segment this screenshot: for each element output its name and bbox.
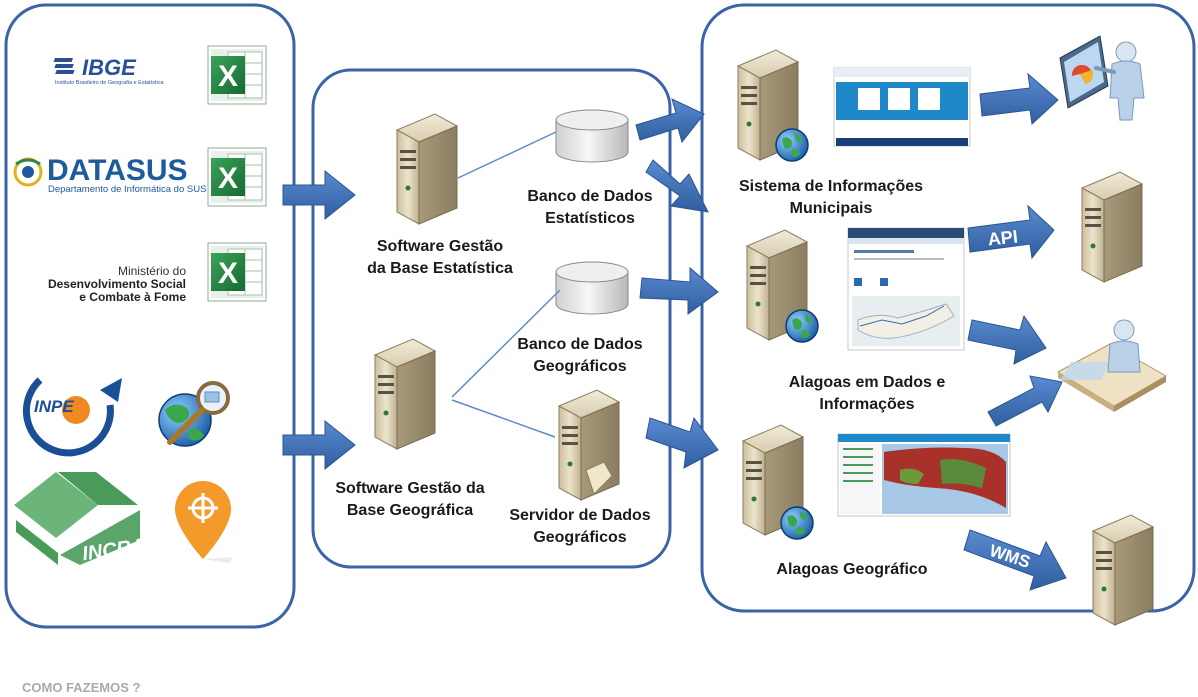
flow-arrow-to-planner [967,314,1047,365]
api-arrow: API [967,204,1055,260]
flow-arrow-statistics-input [282,169,356,221]
excel-spreadsheet-icon [207,147,267,207]
mds-line3: e Combate à Fome [79,290,186,304]
globe-search-icon [158,381,230,447]
geographic-data-server-label: Servidor de Dados Geográficos [509,507,651,546]
flow-arrow-to-planner [987,375,1063,427]
inpe-name: INPE [34,397,74,416]
alagoas-dados-website-screenshot [847,227,965,351]
connector-line [451,289,561,398]
footer-caption: COMO FAZEMOS ? [22,680,141,695]
processing-panel [311,68,672,569]
mds-line2: Desenvolvimento Social [48,277,186,291]
wms-consumer-server-icon [1092,514,1154,626]
ibge-logo: IBGE Instituto Brasileiro de Geografia e… [53,55,164,86]
api-label: API [987,226,1019,249]
statistics-software-label: Software Gestão da Base Estatística [367,238,513,277]
flow-arrow-to-sim [645,159,709,213]
flow-arrow-to-alagoas-dados [639,266,719,315]
datasus-subtitle: Departamento de Informática do SUS [48,184,206,195]
excel-spreadsheet-icon [207,45,267,105]
datasus-logo: DATASUS Departamento de Informática do S… [13,154,206,195]
ibge-name: IBGE [82,55,137,80]
statistics-database-label: Banco de Dados Estatísticos [527,188,653,227]
alagoas-geo-server-icon [742,424,814,540]
inpe-logo: INPE [22,377,122,457]
geographic-database-label: Banco de Dados Geográficos [517,336,643,375]
flow-arrow-to-sim [635,98,705,144]
excel-spreadsheet-icon [207,242,267,302]
alagoas-geo-label: Alagoas Geográfico [776,561,928,578]
connector-line [457,131,557,179]
incra-logo: INCRA [14,472,147,565]
user-presentation-icon [1059,35,1145,121]
geographic-software-label: Software Gestão da Base Geográfica [335,480,485,519]
sources-panel [4,3,296,629]
flow-arrow-to-alagoas-geo [645,416,719,469]
geographic-database-icon [555,261,629,315]
statistics-database-icon [555,109,629,163]
map-pin-icon [175,481,233,563]
datasus-name: DATASUS [47,154,188,187]
alagoas-dados-label: Alagoas em Dados e Informações [788,374,946,413]
geographic-data-server-icon [558,389,620,501]
api-consumer-server-icon [1081,171,1143,283]
statistics-software-server-icon [396,113,458,225]
mds-line1: Ministério do [118,264,186,278]
sim-website-screenshot [833,67,971,147]
planner-desk-icon [1056,319,1168,412]
alagoas-dados-server-icon [746,229,819,343]
ibge-subtitle: Instituto Brasileiro de Geografia e Esta… [55,80,164,86]
wms-arrow: WMS [963,529,1067,591]
sim-label: Sistema de Informações Municipais [738,178,924,217]
flow-arrow-geographic-input [282,419,356,471]
alagoas-geo-map-screenshot [837,433,1011,517]
sim-server-icon [737,49,809,162]
outputs-panel [700,3,1196,613]
geographic-software-server-icon [374,338,436,450]
connector-line [451,399,556,438]
flow-arrow-to-user [979,72,1059,126]
mds-logo: Ministério do Desenvolvimento Social e C… [48,264,186,304]
